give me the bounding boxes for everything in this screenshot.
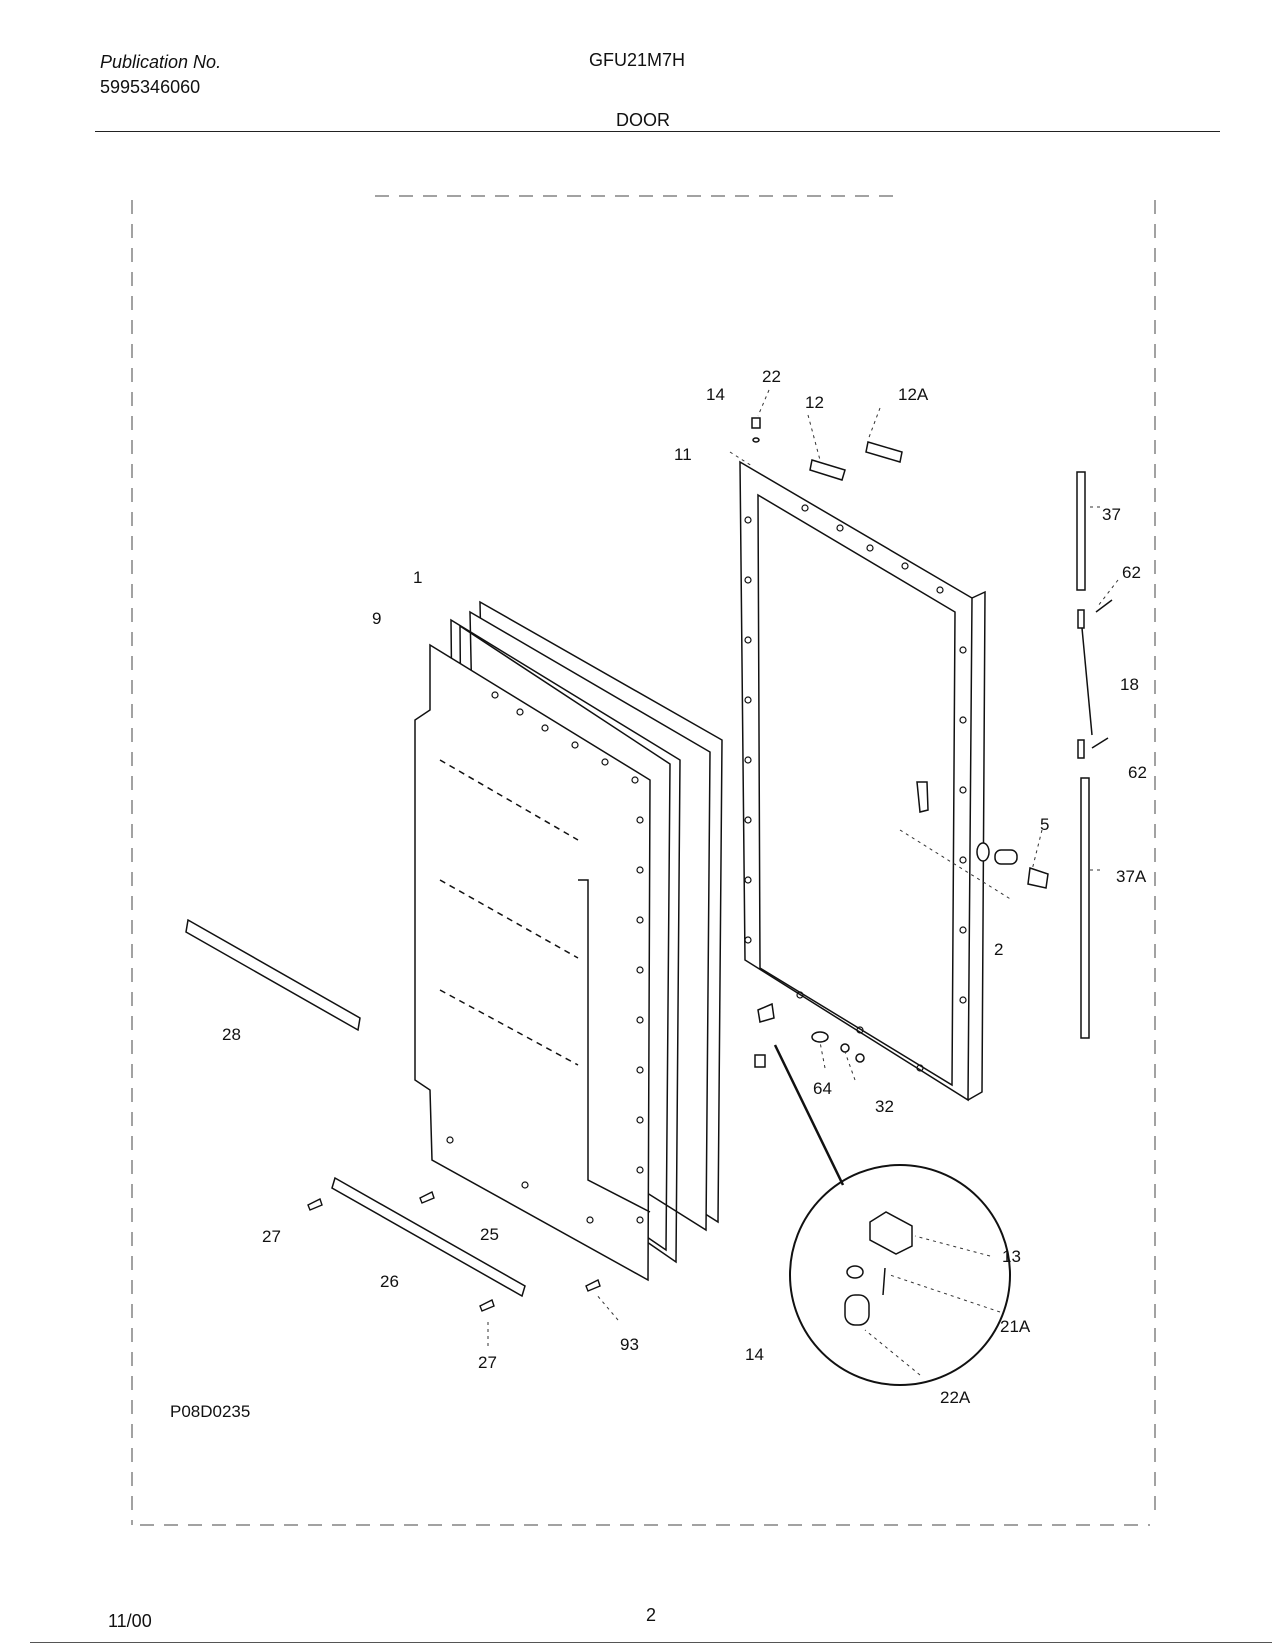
handle-hardware <box>916 781 1049 889</box>
callout-18: 18 <box>1120 675 1139 694</box>
hinge-parts <box>1076 471 1113 1039</box>
callouts: 1 9 11 14 22 12 12A 37 62 18 62 5 37A 2 … <box>170 367 1147 1421</box>
top-hardware <box>751 417 903 481</box>
bottom-hardware <box>754 1002 865 1068</box>
diagram-code: P08D0235 <box>170 1402 250 1421</box>
footer-rule <box>30 1642 1272 1643</box>
detail-view <box>773 1044 1011 1386</box>
callout-93: 93 <box>620 1335 639 1354</box>
model-number: GFU21M7H <box>589 50 686 70</box>
callout-25: 25 <box>480 1225 499 1244</box>
screws <box>307 1191 601 1312</box>
panel-holes <box>446 691 644 1224</box>
trim-strip-26 <box>331 1176 526 1298</box>
frame-holes <box>744 504 967 1072</box>
page-number: 2 <box>646 1605 657 1625</box>
callout-14-bottom: 14 <box>745 1345 764 1364</box>
callout-62-bottom: 62 <box>1128 763 1147 782</box>
callout-27-left: 27 <box>262 1227 281 1246</box>
callout-5: 5 <box>1040 815 1049 834</box>
publication-label: Publication No. <box>100 52 222 72</box>
callout-22a: 22A <box>940 1388 971 1407</box>
callout-37: 37 <box>1102 505 1121 524</box>
callout-1: 1 <box>413 568 422 587</box>
callout-21a: 21A <box>1000 1317 1031 1336</box>
callout-37a: 37A <box>1116 867 1147 886</box>
callout-64: 64 <box>813 1079 832 1098</box>
footer-date: 11/00 <box>108 1611 152 1631</box>
publication-number: 5995346060 <box>100 77 201 97</box>
door-frame <box>739 460 986 1102</box>
callout-22: 22 <box>762 367 781 386</box>
callout-12a: 12A <box>898 385 929 404</box>
callout-26: 26 <box>380 1272 399 1291</box>
trim-strip-28 <box>185 918 361 1032</box>
inner-panel <box>414 643 651 1282</box>
callout-14-top: 14 <box>706 385 725 404</box>
callout-11: 11 <box>674 445 692 464</box>
callout-12: 12 <box>805 393 824 412</box>
callout-62-top: 62 <box>1122 563 1141 582</box>
callout-2: 2 <box>994 940 1003 959</box>
callout-28: 28 <box>222 1025 241 1044</box>
callout-27-bottom: 27 <box>478 1353 497 1372</box>
leader-lines <box>487 389 1119 1376</box>
diagram-frame <box>131 195 1156 1526</box>
callout-13: 13 <box>1002 1247 1021 1266</box>
header-rule <box>95 131 1220 132</box>
callout-32: 32 <box>875 1097 894 1116</box>
callout-9: 9 <box>372 609 381 628</box>
section-title: DOOR <box>616 110 670 130</box>
